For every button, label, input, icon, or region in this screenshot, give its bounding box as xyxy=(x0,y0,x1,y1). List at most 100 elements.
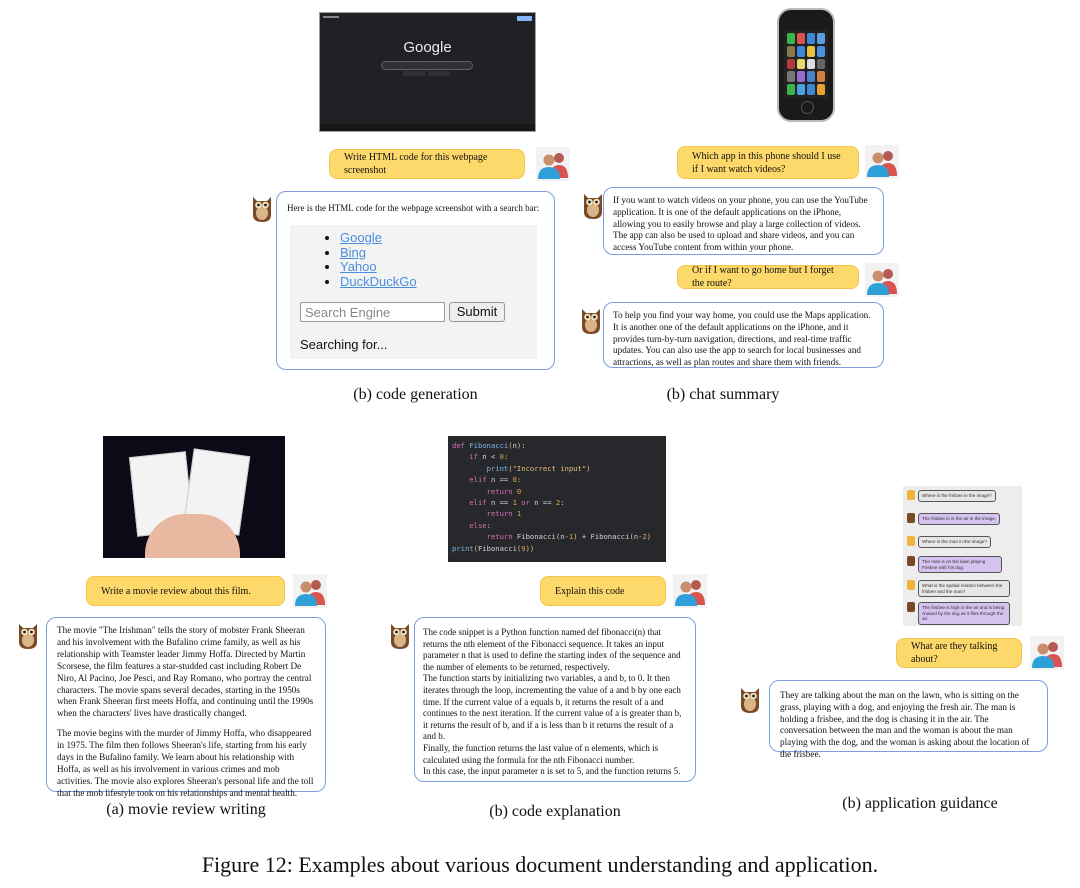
users-icon xyxy=(865,263,899,297)
answer-text: To help you find your way home, you coul… xyxy=(613,310,871,368)
app-icon xyxy=(797,58,805,70)
answer-paragraph: The movie "The Irishman" tells the story… xyxy=(57,625,314,719)
app-icon xyxy=(817,45,825,57)
answer-paragraph: The movie begins with the murder of Jimm… xyxy=(57,728,314,798)
question-text: Explain this code xyxy=(555,585,625,597)
google-lucky-button xyxy=(428,71,450,76)
owl-icon xyxy=(250,193,274,223)
figure-caption: Figure 12: Examples about various docume… xyxy=(201,852,879,877)
mini-chat-row: The man is on the lawn playing Frisbee w… xyxy=(907,556,1002,574)
answer-line: Finally, the function returns the last v… xyxy=(423,742,659,765)
link-item: Google xyxy=(340,230,417,246)
code-line: elif n == 1 or n == 2: xyxy=(452,498,565,508)
google-sign-in-button xyxy=(517,16,532,21)
app-icon xyxy=(807,45,815,57)
app-icon xyxy=(797,84,805,95)
submit-button[interactable]: Submit xyxy=(449,302,505,322)
hand-image xyxy=(145,514,240,558)
mini-chat-bubble: The man is on the lawn playing Frisbee w… xyxy=(918,556,1002,574)
code-line: return Fibonacci(n-1) + Fibonacci(n-2) xyxy=(452,532,652,542)
users-icon xyxy=(293,574,327,608)
app-icon xyxy=(817,71,825,83)
owl-icon xyxy=(388,620,412,650)
link-google[interactable]: Google xyxy=(340,230,382,245)
app-icon xyxy=(817,84,825,95)
app-icon xyxy=(807,71,815,83)
google-top-links xyxy=(323,16,339,18)
google-footer xyxy=(320,124,535,131)
link-item: DuckDuckGo xyxy=(340,273,417,290)
app-icon xyxy=(787,45,795,57)
search-status-text: Searching for... xyxy=(300,337,388,352)
link-item: Yahoo xyxy=(340,259,417,275)
code-screenshot: def Fibonacci(n): if n < 0: print("Incor… xyxy=(448,436,666,562)
google-search-bar xyxy=(381,61,473,70)
link-bing[interactable]: Bing xyxy=(340,244,367,260)
question-text: Write HTML code for this webpage screens… xyxy=(344,152,488,176)
rendered-html-preview: Google Bing Yahoo DuckDuckGo Search Engi… xyxy=(290,225,537,359)
app-icon xyxy=(807,58,815,70)
question-bubble: Write a movie review about this film. xyxy=(86,576,285,606)
question-bubble: Or if I want to go home but I forget the… xyxy=(677,265,859,289)
search-engine-input[interactable]: Search Engine xyxy=(300,302,445,322)
mini-chat-bubble: Where is the man in the image? xyxy=(918,536,991,548)
answer-line: The code snippet is a Python function na… xyxy=(423,627,681,672)
app-icon xyxy=(787,84,795,95)
answer-intro: Here is the HTML code for the webpage sc… xyxy=(287,203,540,213)
answer-text: They are talking about the man on the la… xyxy=(780,690,1030,759)
link-duckduckgo[interactable]: DuckDuckGo xyxy=(340,273,417,289)
mini-chat-row: Where is the frisbee in the image? xyxy=(907,490,996,502)
answer-text: If you want to watch videos on your phon… xyxy=(613,195,868,253)
panel-caption: (b) application guidance xyxy=(842,795,998,812)
link-yahoo[interactable]: Yahoo xyxy=(340,259,377,274)
users-icon xyxy=(673,574,707,608)
owl-icon xyxy=(907,556,915,566)
code-line: def Fibonacci(n): xyxy=(452,441,526,450)
panel-caption: (a) movie review writing xyxy=(106,801,266,818)
mini-chat-bubble: Where is the frisbee in the image? xyxy=(918,490,996,502)
owl-icon xyxy=(16,620,40,650)
answer-bubble: The code snippet is a Python function na… xyxy=(414,617,696,782)
app-icon xyxy=(797,33,805,44)
question-text: What are they talking about? xyxy=(911,641,998,665)
owl-icon xyxy=(581,190,605,220)
answer-bubble: If you want to watch videos on your phon… xyxy=(603,187,884,255)
chat-app-screenshot: Where is the frisbee in the image? The f… xyxy=(903,486,1022,626)
search-engine-link-list: Google Bing Yahoo DuckDuckGo xyxy=(340,230,417,290)
app-icon xyxy=(797,71,805,83)
answer-line: In this case, the input parameter n is s… xyxy=(423,766,681,777)
app-icon xyxy=(787,58,795,70)
code-line: print("Incorrect input") xyxy=(452,463,591,473)
google-logo: Google xyxy=(403,39,452,56)
google-screenshot-image: Google xyxy=(319,12,536,132)
panel-caption: (b) chat summary xyxy=(666,386,780,403)
iphone-screen xyxy=(784,30,828,98)
mini-chat-row: The frisbee is high in the air and is be… xyxy=(907,602,1010,625)
owl-icon xyxy=(738,684,762,714)
mini-chat-bubble: What is the spatial relation between the… xyxy=(918,580,1010,598)
iphone-home-button xyxy=(801,101,814,114)
iphone-image xyxy=(777,8,835,122)
code-line: elif n == 0: xyxy=(452,475,522,485)
question-text: Which app in this phone should I use if … xyxy=(692,150,841,175)
mini-chat-row: Where is the man in the image? xyxy=(907,536,991,548)
panel-caption: (b) code generation xyxy=(353,386,478,403)
app-icon xyxy=(807,84,815,95)
users-icon xyxy=(865,145,899,179)
code-line: else: xyxy=(452,520,491,530)
person-icon xyxy=(907,580,915,590)
owl-icon xyxy=(907,602,915,612)
movie-tickets-photo xyxy=(103,436,285,558)
owl-icon xyxy=(907,513,915,523)
person-icon xyxy=(907,536,915,546)
answer-bubble: The movie "The Irishman" tells the story… xyxy=(46,617,326,798)
code-line: if n < 0: xyxy=(452,452,509,462)
mini-chat-bubble: The frisbee is in the air in the image. xyxy=(918,513,1001,525)
app-icon xyxy=(817,58,825,70)
app-icon xyxy=(787,33,795,44)
google-search-button xyxy=(403,71,425,76)
code-line: return 1 xyxy=(452,509,522,519)
link-item: Bing xyxy=(340,244,417,261)
question-bubble: What are they talking about? xyxy=(896,638,1022,668)
question-bubble: Explain this code xyxy=(540,576,666,606)
